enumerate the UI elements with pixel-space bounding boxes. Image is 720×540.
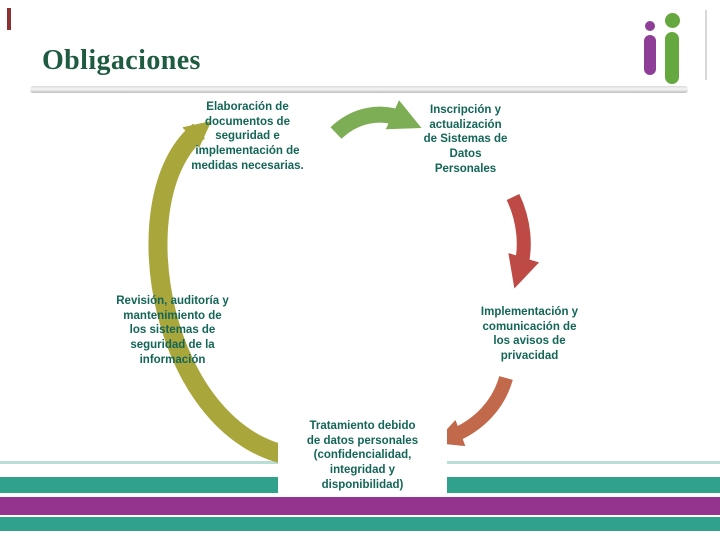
title-divider (30, 86, 688, 93)
logo-divider-line (705, 10, 707, 80)
cycle-node-tratamiento: Tratamiento debido de datos personales (… (278, 418, 447, 494)
cycle-node-implementacion: Implementación y comunicación de los avi… (480, 306, 579, 363)
arrow-bottom-rust (434, 375, 513, 447)
arrow-top-green (330, 100, 422, 140)
cycle-node-inscripcion: Inscripción y actualización de Sistemas … (423, 104, 508, 175)
cycle-node-elaboracion: Elaboración de documentos de seguridad e… (191, 101, 304, 172)
cycle-node-revision: Revisión, auditoría y mantenimiento de l… (116, 295, 229, 366)
corner-accent-tick (7, 8, 11, 30)
logo-green-bar-icon (665, 32, 679, 84)
logo-purple-dot-icon (645, 21, 655, 31)
arrow-right-red (506, 193, 540, 289)
footer-stripe-purple (0, 497, 720, 515)
arrow-left-olive (148, 120, 300, 467)
page-title: Obligaciones (42, 44, 201, 76)
footer-stripe-teal-2 (0, 517, 720, 531)
logo-purple-bar-icon (644, 35, 656, 75)
logo-green-dot-icon (665, 13, 680, 28)
infodf-logo (638, 12, 700, 84)
